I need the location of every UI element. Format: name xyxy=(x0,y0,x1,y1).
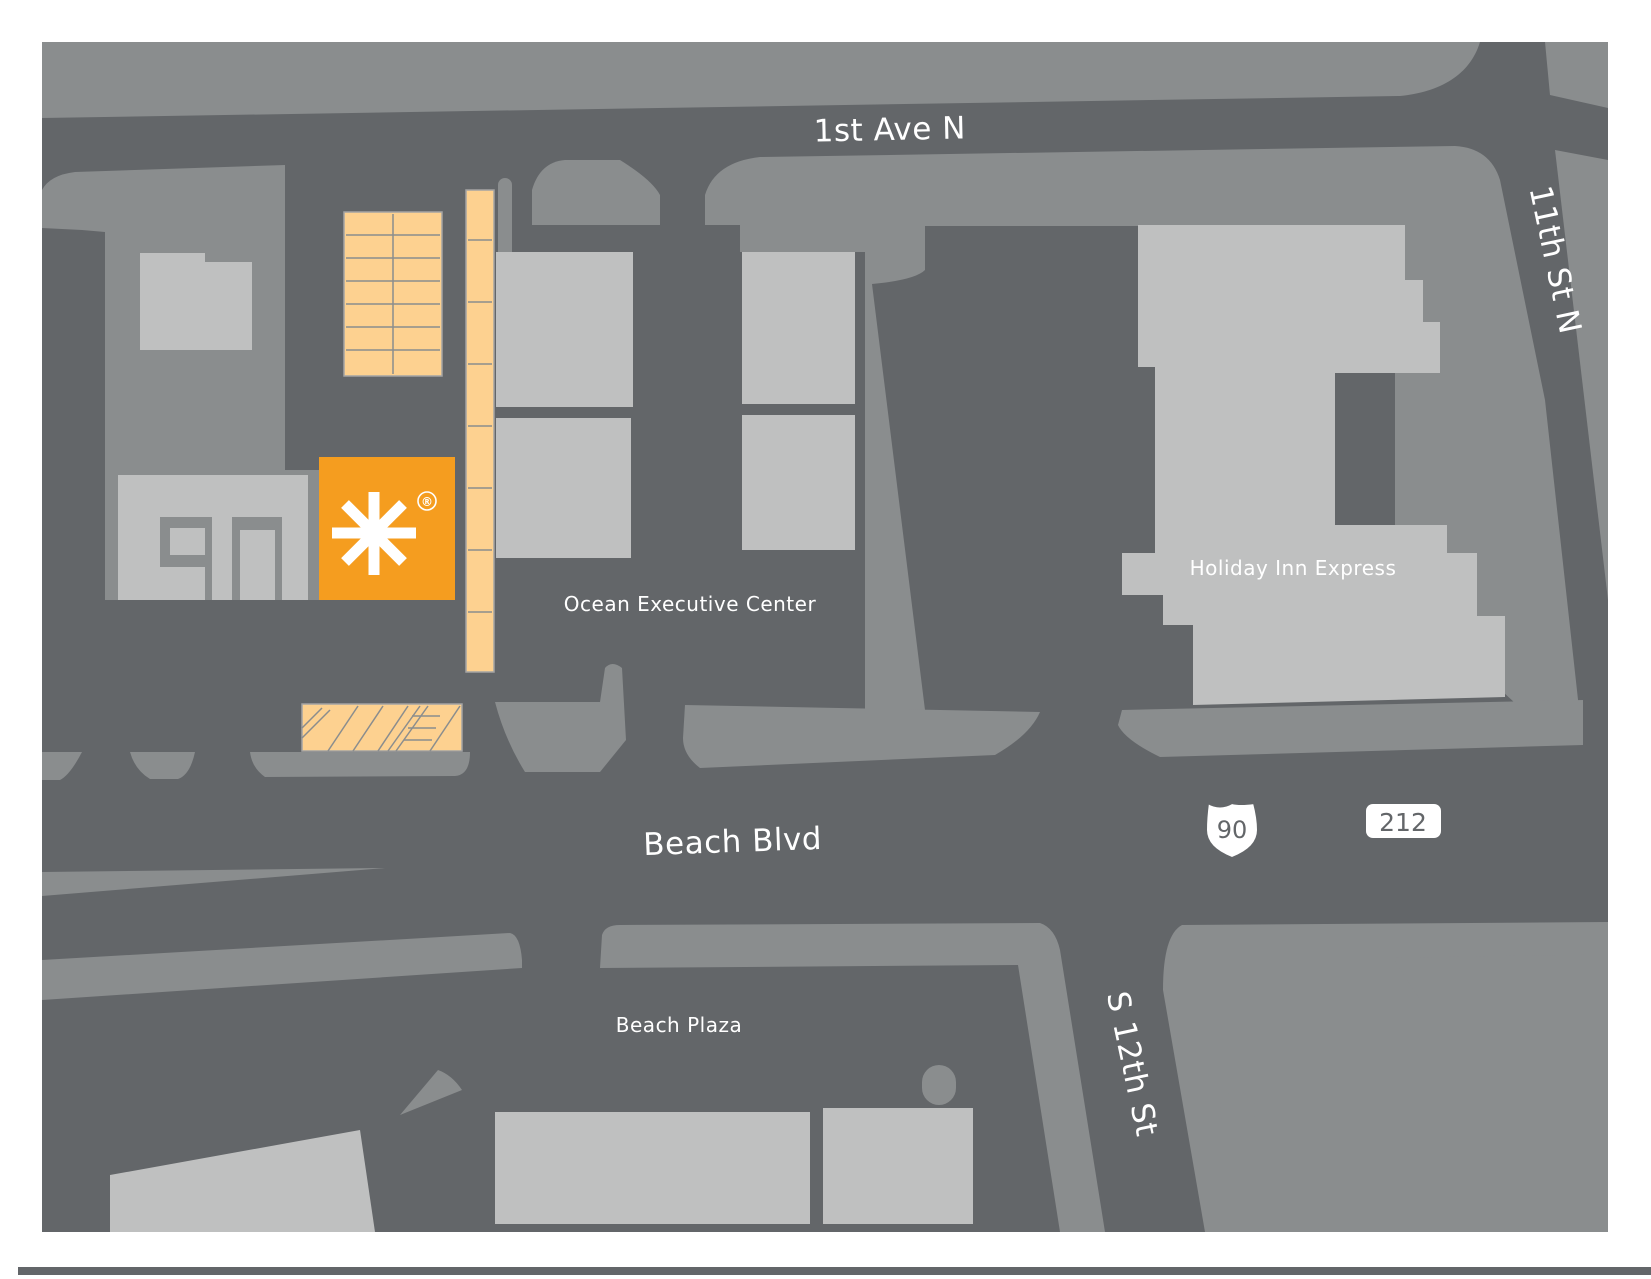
block-east-of-11th-st xyxy=(1555,150,1608,600)
building-ocean-center-c xyxy=(742,252,855,404)
block-plaza-stub xyxy=(922,1065,956,1105)
block-north-center-small xyxy=(532,160,660,225)
us-route-shield-icon xyxy=(1204,801,1260,860)
frontage-block-3 xyxy=(250,752,470,777)
frontage-block-2 xyxy=(130,752,195,779)
parking-areas xyxy=(301,189,495,752)
state-route-number: 212 xyxy=(1379,808,1427,837)
building-ocean-center-d xyxy=(742,415,855,550)
building-west-north xyxy=(140,253,252,350)
pond xyxy=(1220,1092,1255,1138)
buildings xyxy=(110,225,1505,1232)
block-beach-plaza-frame xyxy=(600,923,1105,1232)
median-west xyxy=(42,868,385,896)
asterisk-logo-icon xyxy=(332,492,416,575)
building-ocean-center-a xyxy=(496,252,633,407)
us-route-shield[interactable]: 90 xyxy=(1204,801,1260,860)
block-north-center-sliver xyxy=(498,178,512,268)
building-beach-plaza-b xyxy=(823,1108,973,1224)
block-northeast-corner xyxy=(1545,42,1608,108)
bottom-rule xyxy=(18,1267,1651,1275)
street-label-beach-blvd: Beach Blvd xyxy=(643,821,823,863)
parking-hatch-lines xyxy=(301,705,461,752)
place-label-holiday-inn-express: Holiday Inn Express xyxy=(1190,556,1397,580)
us-route-number: 90 xyxy=(1217,816,1248,844)
parking-strip-vertical xyxy=(465,189,495,673)
parking-island xyxy=(400,1070,462,1115)
registered-mark: ® xyxy=(421,495,433,509)
block-southeast-inner xyxy=(1393,954,1608,1000)
building-west-south xyxy=(118,475,308,600)
place-label-ocean-executive-center: Ocean Executive Center xyxy=(564,592,817,616)
west-building-cutout xyxy=(160,517,282,600)
block-south-west-strip xyxy=(42,933,522,1000)
city-blocks xyxy=(42,42,1608,1232)
street-label-1st-ave-n: 1st Ave N xyxy=(813,110,966,149)
block-ocean-center-south xyxy=(683,705,1040,768)
location-marker[interactable]: ® xyxy=(319,457,455,600)
state-route-shield-icon xyxy=(1366,804,1441,838)
parking-lot-north-stripes xyxy=(346,214,440,374)
building-ocean-center-b xyxy=(496,418,631,558)
building-holiday-inn-express xyxy=(1122,225,1505,705)
place-label-beach-plaza: Beach Plaza xyxy=(616,1013,742,1037)
block-east-of-ocean-center xyxy=(705,146,1583,745)
registered-mark-ring xyxy=(417,491,437,511)
block-north-of-1st-ave xyxy=(42,42,1480,118)
building-beach-plaza-a xyxy=(495,1112,810,1224)
block-south-of-hotel xyxy=(1118,700,1583,757)
frontage-block-1 xyxy=(42,752,82,780)
west-building-courtyards xyxy=(160,517,282,600)
parking-strip-stripes xyxy=(468,239,492,613)
state-route-shield[interactable]: 212 xyxy=(1366,804,1441,838)
block-ocean-center-southwest xyxy=(495,664,626,772)
building-southwest xyxy=(110,1130,375,1232)
